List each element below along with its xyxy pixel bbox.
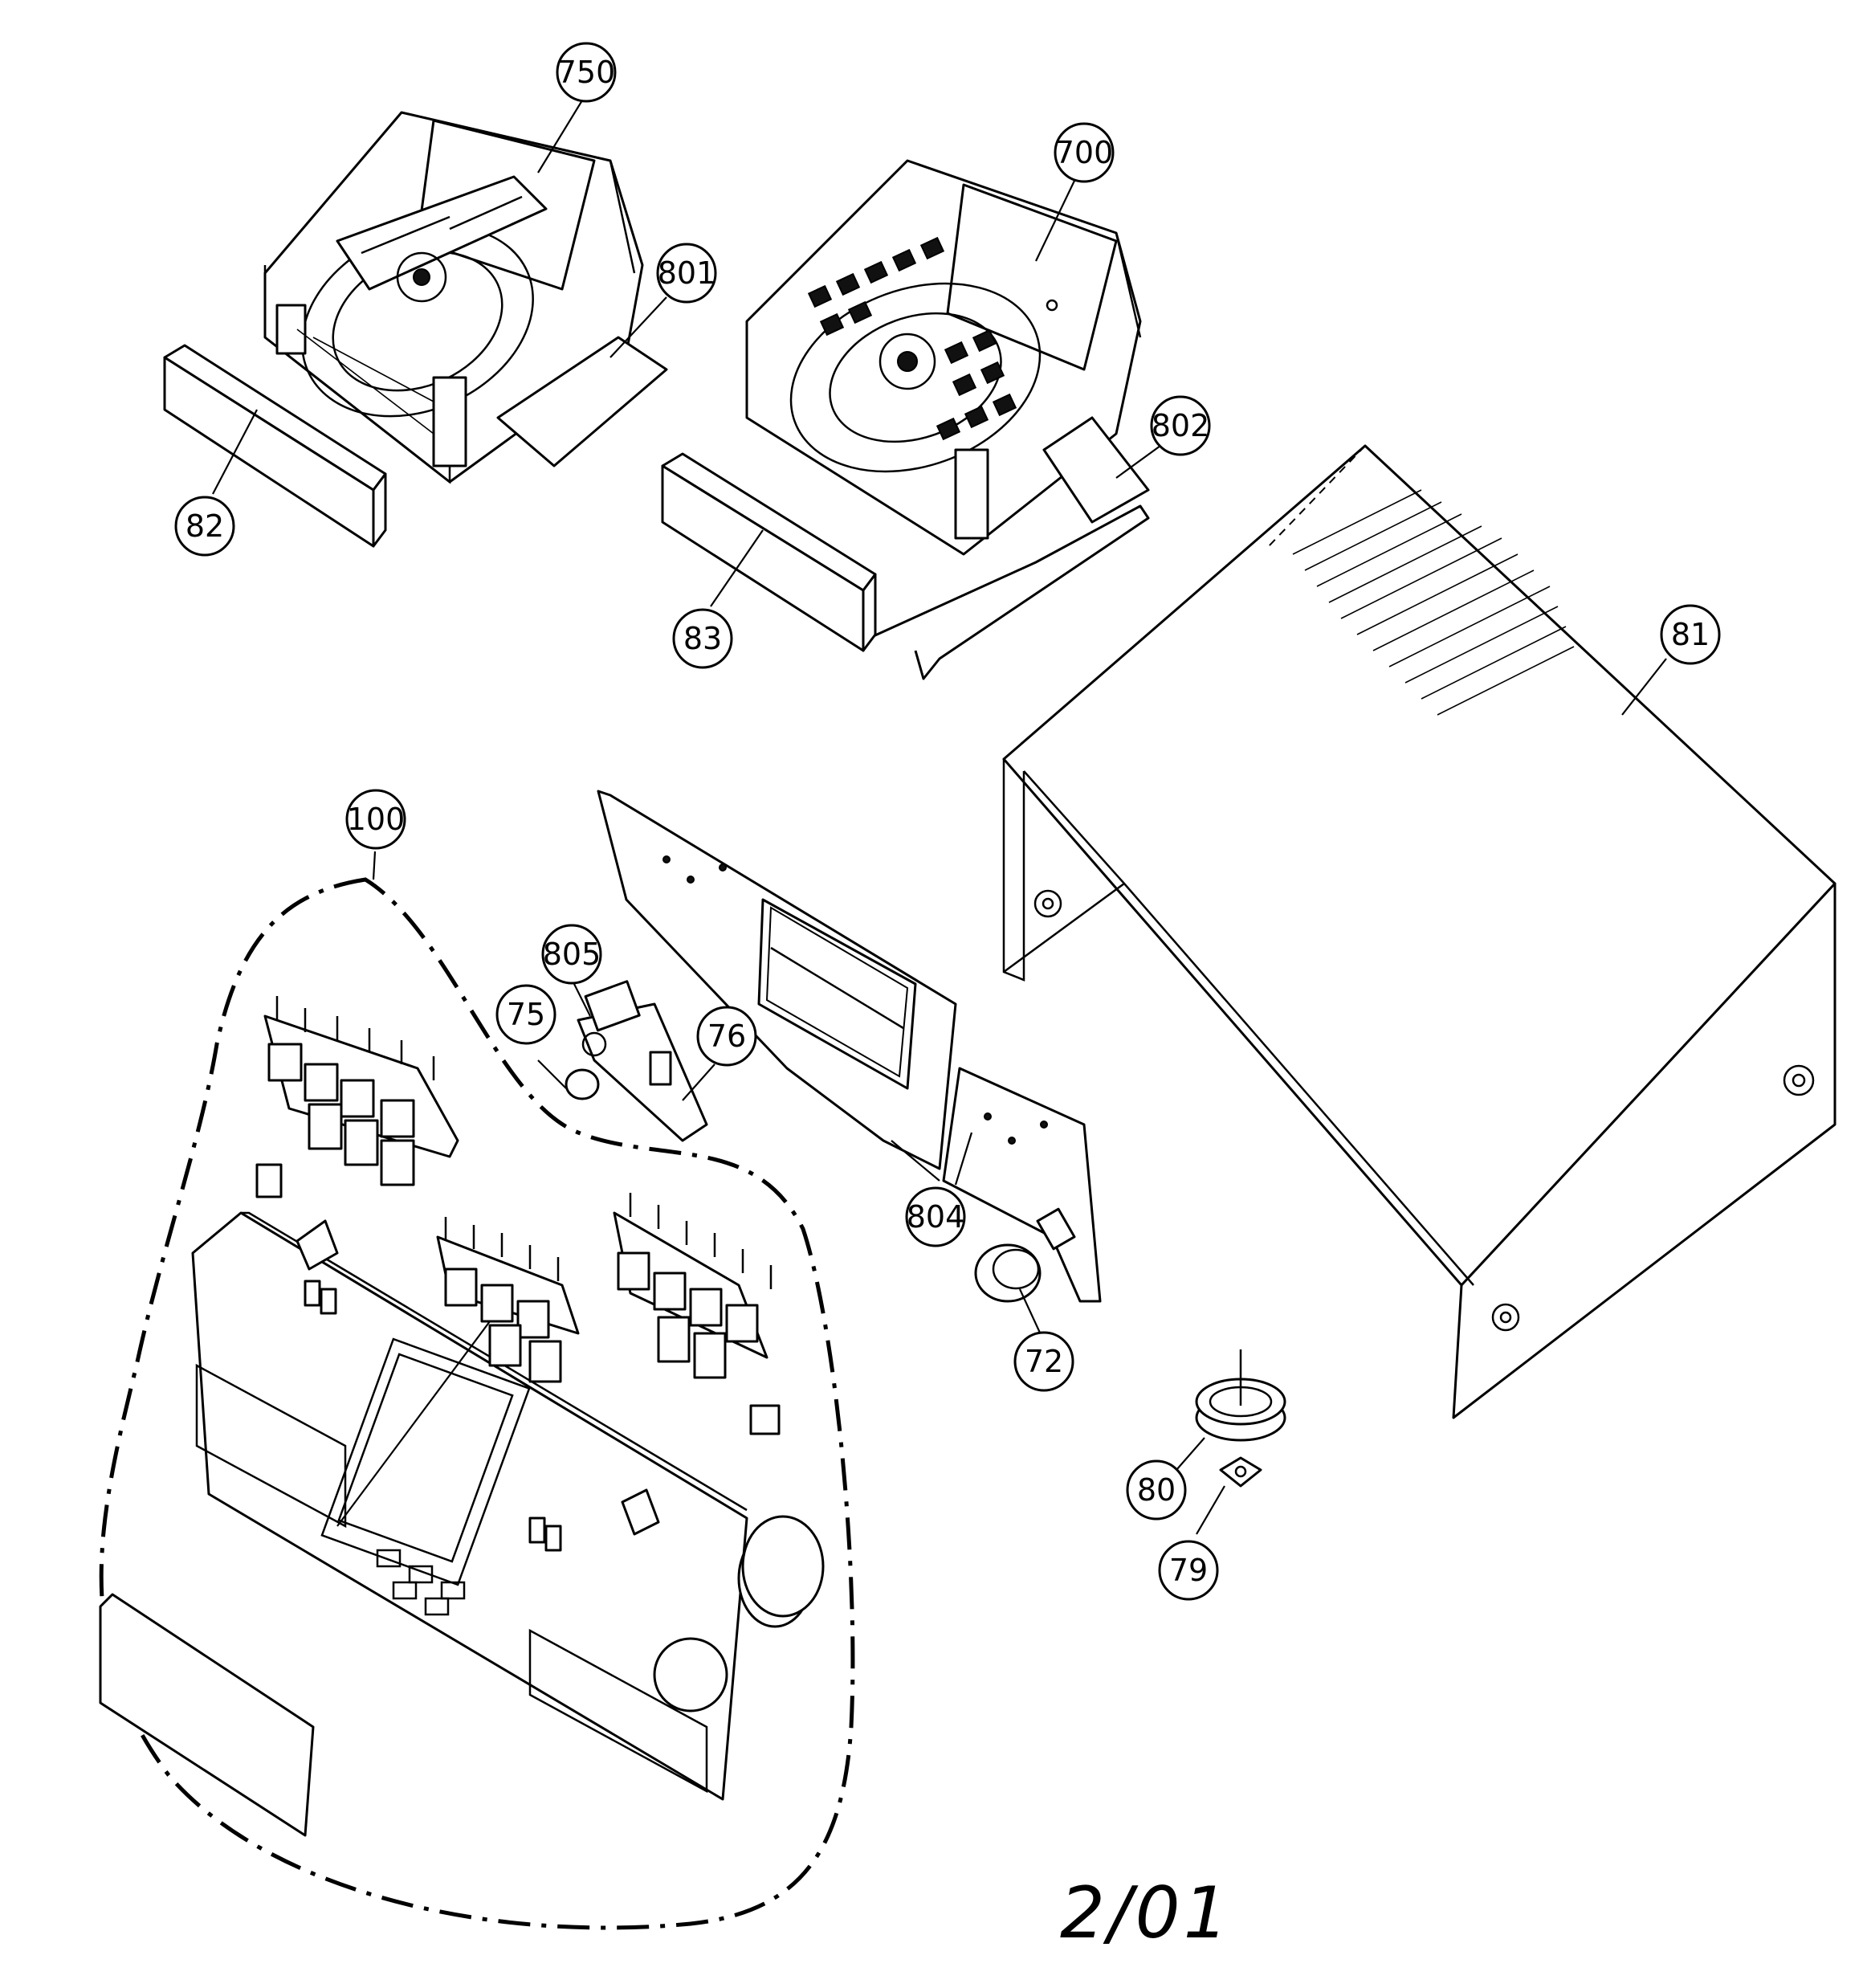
speaker <box>741 1515 825 1618</box>
svg-text:72: 72 <box>1025 1344 1063 1379</box>
callout-805: 805 <box>541 924 602 985</box>
svg-text:804: 804 <box>907 1199 965 1235</box>
callout-75: 75 <box>495 984 556 1045</box>
callout-750: 750 <box>556 42 617 103</box>
svg-text:75: 75 <box>507 997 545 1032</box>
button-cluster-right <box>613 1193 781 1435</box>
small-switch <box>255 1163 283 1198</box>
svg-text:80: 80 <box>1137 1472 1176 1508</box>
pcb-804-assembly <box>597 790 1102 1303</box>
button-cluster-top <box>263 996 459 1186</box>
cabinet-81 <box>1002 444 1837 1419</box>
front-panel-body <box>99 1211 813 1837</box>
callout-83: 83 <box>672 608 733 669</box>
button-cluster-middle <box>436 1217 580 1383</box>
svg-text:750: 750 <box>557 55 616 90</box>
callout-801: 801 <box>656 243 717 304</box>
front-panel-83 <box>661 452 877 652</box>
cd-mechanism-700 <box>745 159 1142 556</box>
callout-72: 72 <box>1013 1331 1074 1392</box>
tab-bracket-2 <box>621 1488 660 1536</box>
svg-text:100: 100 <box>347 802 406 837</box>
front-panel-82 <box>163 344 387 548</box>
svg-text:802: 802 <box>1152 408 1210 443</box>
svg-text:79: 79 <box>1169 1553 1208 1588</box>
pcb-805-assembly <box>565 980 708 1142</box>
svg-text:801: 801 <box>658 255 716 291</box>
callout-804: 804 <box>905 1186 966 1247</box>
pcb-801 <box>496 336 668 467</box>
callout-79: 79 <box>1158 1540 1219 1601</box>
svg-text:81: 81 <box>1671 617 1710 652</box>
svg-text:700: 700 <box>1055 135 1114 170</box>
pcb-802 <box>1042 416 1150 524</box>
leader-lines <box>212 100 1667 1535</box>
callout-81: 81 <box>1660 604 1721 665</box>
assembly-100-boundary <box>99 877 855 1930</box>
svg-text:805: 805 <box>543 937 601 972</box>
svg-text:76: 76 <box>707 1018 746 1054</box>
callout-82: 82 <box>174 496 235 557</box>
callout-802: 802 <box>1150 395 1211 456</box>
callout-80: 80 <box>1126 1459 1187 1521</box>
svg-text:83: 83 <box>683 621 722 656</box>
callout-76: 76 <box>696 1006 757 1067</box>
callout-100: 100 <box>345 789 406 850</box>
svg-text:82: 82 <box>185 508 224 544</box>
foot-80 <box>1195 1349 1286 1488</box>
tab-bracket <box>296 1219 339 1271</box>
cassette-door <box>99 1593 315 1837</box>
pcb-802-tail <box>858 504 1150 680</box>
sheet-number-label: 2/01 <box>1060 1872 1232 1954</box>
cd-mechanism-750 <box>263 111 644 484</box>
callout-700: 700 <box>1054 122 1115 183</box>
